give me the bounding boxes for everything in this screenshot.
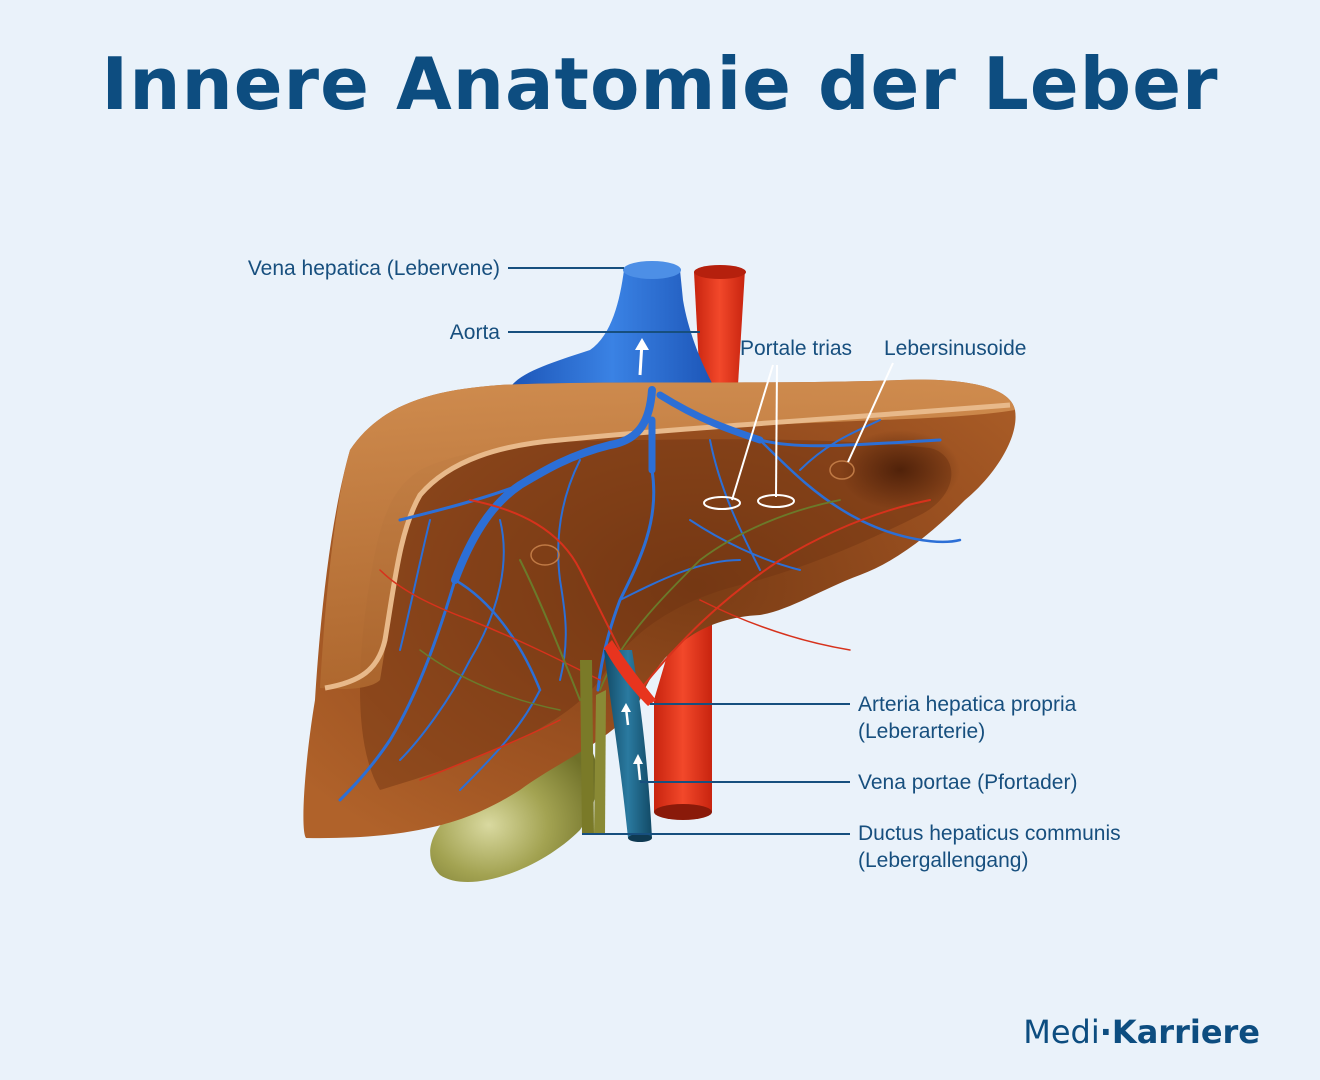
label-vena-hepatica: Vena hepatica (Lebervene) [247,257,500,280]
leader-lebersinusoide [847,362,894,463]
leader-portale-trias-a [731,364,774,501]
hepatic-artery [604,640,656,706]
label-ductus-hepaticus: Ductus hepaticus communis (Lebergallenga… [858,822,1121,872]
label-lebersinusoide: Lebersinusoide [884,337,1027,360]
label-vena-portae: Vena portae (Pfortader) [858,771,1078,794]
label-portale-trias: Portale trias [740,337,853,360]
gallbladder [430,739,598,883]
hepatic-vein-trunk [512,261,712,394]
label-arteria-hepatica: Arteria hepatica propria (Leberarterie) [858,693,1077,743]
brand-logo: Medi·Karriere [1023,1013,1260,1051]
leader-lines [508,267,894,835]
brand-part1: Medi [1023,1013,1100,1051]
brand-part2: Karriere [1111,1013,1260,1051]
portal-vein [604,650,652,842]
page-title: Innere Anatomie der Leber [101,42,1219,126]
bile-duct [580,660,606,835]
liver [303,379,1016,839]
portal-triad-markers [530,460,855,566]
leader-portale-trias-b [775,364,778,498]
aorta-vessel [694,265,746,385]
brand-dot: · [1099,1013,1112,1051]
label-aorta: Aorta [449,321,500,344]
